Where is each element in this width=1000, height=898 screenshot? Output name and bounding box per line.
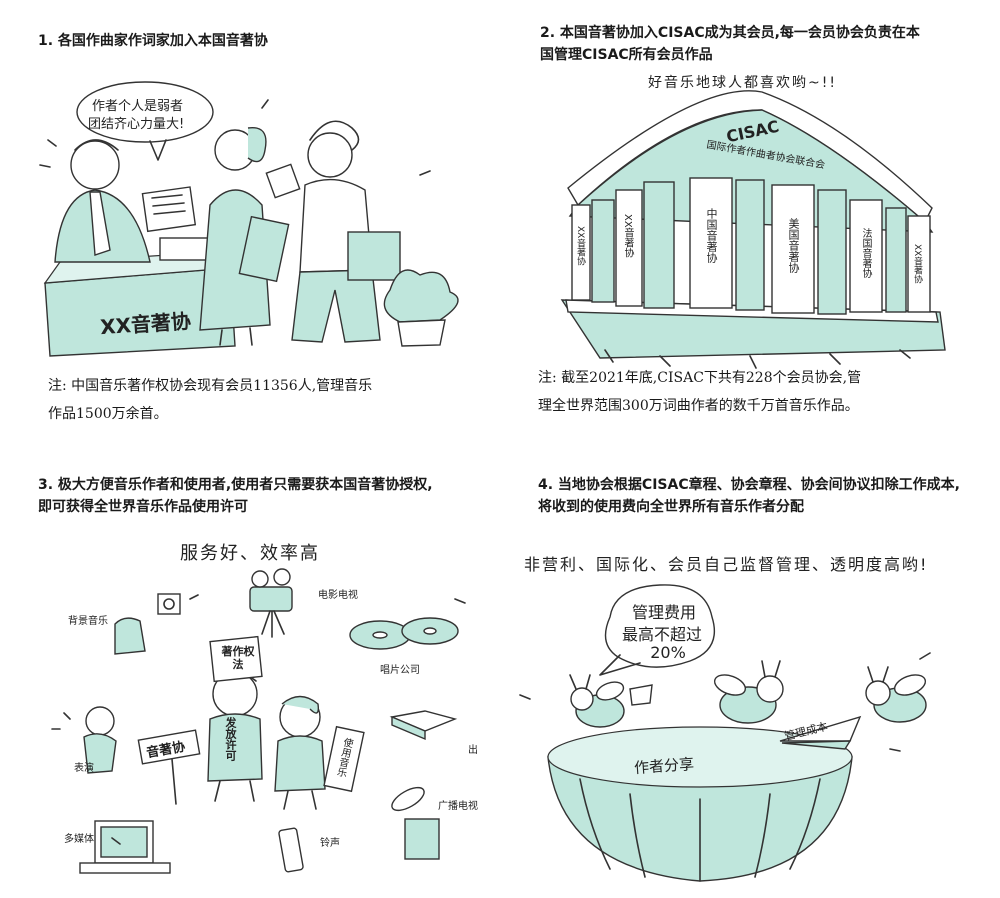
heading-line-2: 国管理CISAC所有会员作品 xyxy=(540,47,713,63)
panel-2-heading: 2. 本国音著协加入CISAC成为其会员,每一会员协会负责在本 国管理CISAC… xyxy=(540,22,980,66)
column-label-usa: 美国音著协 xyxy=(787,218,800,273)
use-ringtone: 铃声 xyxy=(320,838,340,849)
panel-2-cisac: 2. 本国音著协加入CISAC成为其会员,每一会员协会负责在本 国管理CISAC… xyxy=(500,0,1000,449)
bubble-line-2: 团结齐心力量大! xyxy=(88,117,185,132)
panel-1-heading: 1. 各国作曲家作词家加入本国音著协 xyxy=(38,33,268,49)
panel-4-slogan: 非营利、国际化、会员自己监督管理、透明度高哟! xyxy=(524,555,929,574)
note-line-1: 注: 截至2021年底,CISAC下共有228个会员协会,管 xyxy=(538,370,862,386)
note-line-2: 作品1500万余首。 xyxy=(48,406,168,422)
heading-line-1: 4. 当地协会根据CISAC章程、协会章程、协会间协议扣除工作成本, xyxy=(538,477,960,493)
panel-4-illustration xyxy=(519,584,931,882)
heading-line-1: 2. 本国音著协加入CISAC成为其会员,每一会员协会负责在本 xyxy=(540,25,920,41)
panel-3-illustration xyxy=(51,568,466,874)
column-label-6: XX音著协 xyxy=(912,244,922,284)
heading-line-2: 将收到的使用费向全世界所有音乐作者分配 xyxy=(538,499,804,515)
panel-4-distribution: 4. 当地协会根据CISAC章程、协会章程、协会间协议扣除工作成本, 将收到的使… xyxy=(500,449,1000,898)
panel-2-slogan: 好音乐地球人都喜欢哟~!! xyxy=(648,75,837,91)
panel-3-heading: 3. 极大方便音乐作者和使用者,使用者只需要获本国音著协授权, 即可获得全世界音… xyxy=(38,474,478,518)
note-line-1: 注: 中国音乐著作权协会现有会员11356人,管理音乐 xyxy=(48,378,373,394)
panel-1-members-join: 1. 各国作曲家作词家加入本国音著协 作者个人是弱者 团 xyxy=(0,0,500,449)
bubble-line-3: 20% xyxy=(650,643,686,662)
heading-line-1: 3. 极大方便音乐作者和使用者,使用者只需要获本国音著协授权, xyxy=(38,477,433,493)
cisac-building xyxy=(560,90,946,369)
note-line-2: 理全世界范围300万词曲作者的数千万首音乐作品。 xyxy=(538,398,859,414)
panel-1-note: 注: 中国音乐著作权协会现有会员11356人,管理音乐 作品1500万余首。 xyxy=(48,372,468,428)
use-bgm: 背景音乐 xyxy=(68,616,108,627)
bubble-line-2: 最高不超过 xyxy=(621,625,702,644)
column-label-china: 中国音著协 xyxy=(705,208,718,263)
sign-book: 著作权法 xyxy=(221,645,255,671)
melon-label: 作者分享 xyxy=(633,754,695,778)
use-publish: 出 xyxy=(468,745,478,756)
column-label-1: XX音著协 xyxy=(575,226,585,266)
use-multimedia: 多媒体 xyxy=(64,834,94,845)
panel-1-illustration xyxy=(39,81,459,357)
bubble-line-1: 管理费用 xyxy=(631,603,696,622)
use-film: 电影电视 xyxy=(318,590,358,601)
sign-banner: 发放许可 xyxy=(224,717,237,761)
bubble-line-1: 作者个人是弱者 xyxy=(92,99,184,114)
panel-3-licensing: 3. 极大方便音乐作者和使用者,使用者只需要获本国音著协授权, 即可获得全世界音… xyxy=(0,449,500,898)
panel-3-slogan: 服务好、效率高 xyxy=(180,543,320,564)
panel-4-heading: 4. 当地协会根据CISAC章程、协会章程、协会间协议扣除工作成本, 将收到的使… xyxy=(538,474,978,518)
use-broadcast: 广播电视 xyxy=(438,801,478,812)
column-label-france: 法国音著协 xyxy=(860,228,871,278)
use-record: 唱片公司 xyxy=(380,665,420,676)
panel-2-note: 注: 截至2021年底,CISAC下共有228个会员协会,管 理全世界范围300… xyxy=(538,364,978,420)
column-label-2: XX音著协 xyxy=(622,214,633,258)
heading-line-2: 即可获得全世界音乐作品使用许可 xyxy=(38,499,248,515)
use-perform: 表演 xyxy=(74,763,94,774)
